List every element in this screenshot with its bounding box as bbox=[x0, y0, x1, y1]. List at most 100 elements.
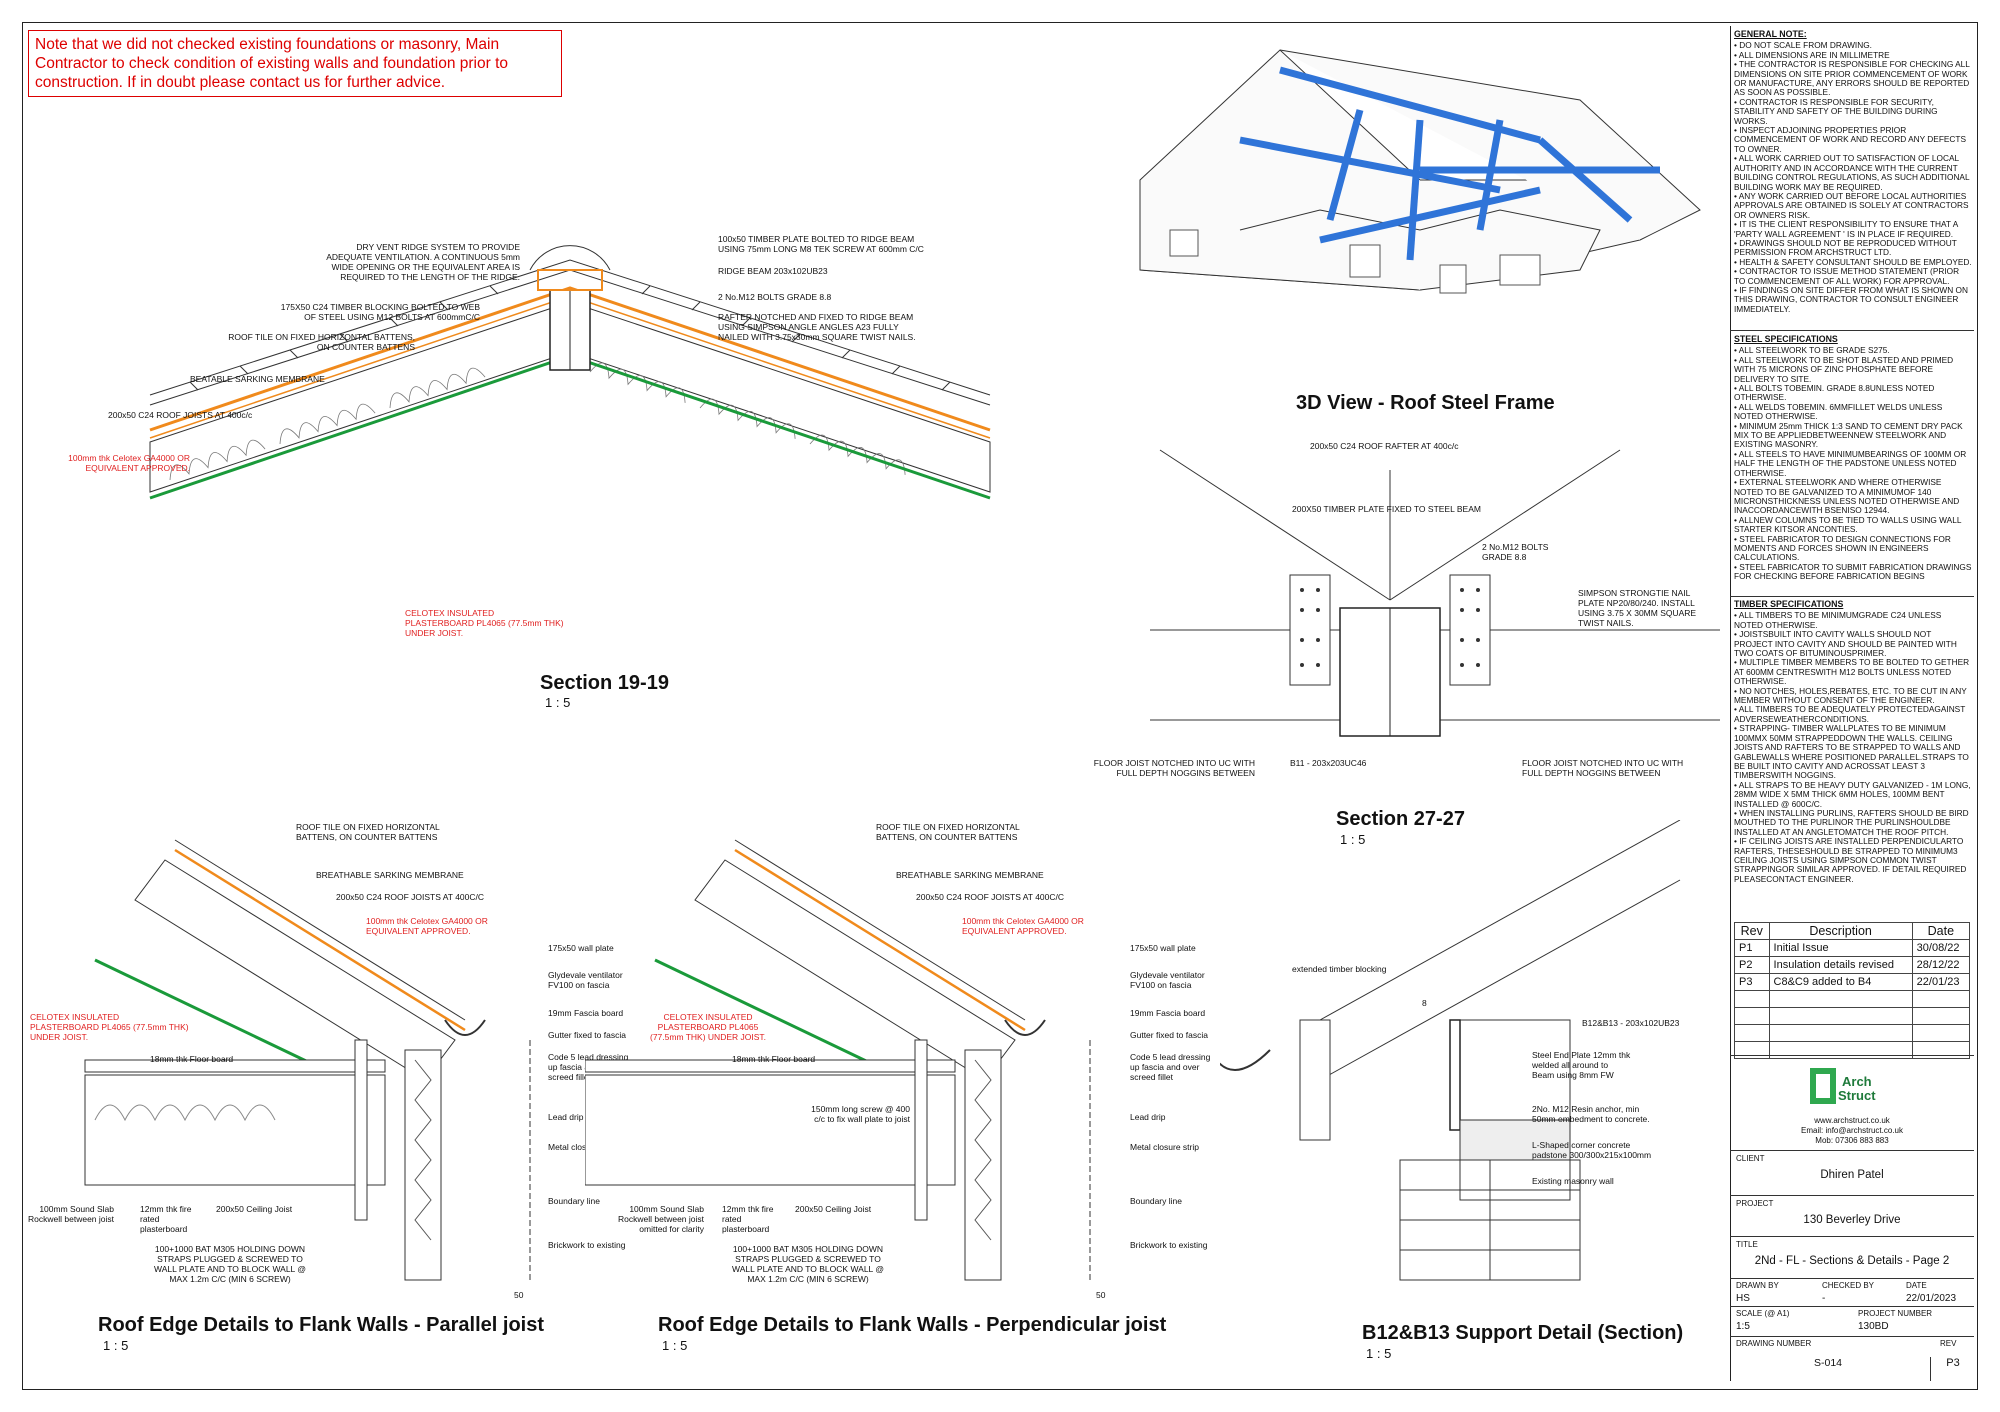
section-19-scale: 1 : 5 bbox=[545, 695, 571, 710]
general-notes-item: • INSPECT ADJOINING PROPERTIES PRIOR COM… bbox=[1734, 125, 1967, 154]
projnum-value: 130BD bbox=[1858, 1321, 1889, 1332]
label-27-simpson: SIMPSON STRONGTIE NAIL PLATE NP20/80/240… bbox=[1578, 588, 1697, 628]
steel-specs-item: • STEEL FABRICATOR TO SUBMIT FABRICATION… bbox=[1734, 561, 1972, 582]
checked-value: - bbox=[1822, 1293, 1826, 1304]
revision-header: Rev bbox=[1734, 922, 1770, 940]
timber-specs-item: • STRAPPING- TIMBER WALLPLATES TO BE MIN… bbox=[1734, 723, 1969, 781]
label-sarking: BEATABLE SARKING MEMBRANE bbox=[190, 374, 325, 384]
rev-label: REV bbox=[1940, 1339, 1957, 1348]
edge-q-brickwork: Brickwork to existing bbox=[1130, 1240, 1208, 1250]
edge-p-brickwork: Brickwork to existing bbox=[548, 1240, 626, 1250]
archstruct-logo bbox=[1810, 1068, 1836, 1104]
general-notes-heading: GENERAL NOTE: bbox=[1734, 29, 1807, 39]
steel-specs-item: • ALL STEELS TO HAVE MINIMUMBEARINGS OF … bbox=[1734, 448, 1967, 478]
revision-cell: C8&C9 added to B4 bbox=[1768, 973, 1913, 991]
edge-q-ceiling: 200x50 Ceiling Joist bbox=[795, 1204, 872, 1214]
revision-row bbox=[1734, 1007, 1971, 1025]
revision-cell bbox=[1911, 1007, 1971, 1025]
revision-cell: 28/12/22 bbox=[1911, 956, 1971, 974]
edge-p-gutter: Gutter fixed to fascia bbox=[548, 1030, 626, 1040]
timber-specs-item: • NO NOTCHES, HOLES,REBATES, ETC. TO BE … bbox=[1734, 685, 1967, 706]
roof-edge-perp-scale: 1 : 5 bbox=[662, 1338, 688, 1353]
revision-cell bbox=[1911, 1041, 1971, 1059]
revision-cell bbox=[1768, 990, 1913, 1008]
timber-specs-item: • MULTIPLE TIMBER MEMBERS TO BE BOLTED T… bbox=[1734, 657, 1970, 687]
edge-q-closure: Metal closure strip bbox=[1130, 1142, 1199, 1152]
edge-q-screw: 150mm long screw @ 400 c/c to fix wall p… bbox=[811, 1104, 910, 1124]
logo-text-struct: Struct bbox=[1838, 1088, 1876, 1103]
timber-specs-item: • ALL TIMBERS TO BE ADEQUATELY PROTECTED… bbox=[1734, 704, 1966, 724]
section-27-scale: 1 : 5 bbox=[1340, 832, 1366, 847]
date-label: DATE bbox=[1906, 1281, 1927, 1290]
b12-support-drawing bbox=[1220, 820, 1681, 1281]
general-notes-list: • DO NOT SCALE FROM DRAWING.• ALL DIMENS… bbox=[1734, 40, 1972, 314]
timber-specs-item: • IF CEILING JOISTS ARE INSTALLED PERPEN… bbox=[1734, 836, 1967, 884]
revision-cell: 22/01/23 bbox=[1911, 973, 1971, 991]
revision-cell bbox=[1911, 1024, 1971, 1042]
section-27-drawing bbox=[1150, 449, 1720, 737]
steel-specs-item: • EXTERNAL STEELWORK AND WHERE OTHERWISE… bbox=[1734, 477, 1960, 516]
revision-header: Description bbox=[1768, 922, 1913, 940]
edge-q-plasterboard: CELOTEX INSULATED PLASTERBOARD PL4065 (7… bbox=[649, 1012, 767, 1042]
timber-specs-item: • ALL TIMBERS TO BE MINIMUMGRADE C24 UNL… bbox=[1734, 610, 1942, 630]
label-27-floor-right: FLOOR JOIST NOTCHED INTO UC WITH FULL DE… bbox=[1522, 758, 1684, 778]
project-block: PROJECT 130 Beverley Drive bbox=[1730, 1195, 1974, 1240]
edge-p-joists: 200x50 C24 ROOF JOISTS AT 400C/C bbox=[336, 892, 485, 902]
timber-specs-item: • JOISTSBUILT INTO CAVITY WALLS SHOULD N… bbox=[1734, 629, 1957, 659]
revision-cell bbox=[1734, 990, 1770, 1008]
warning-note: Note that we did not checked existing fo… bbox=[28, 30, 562, 97]
drawn-row: DRAWN BY HS CHECKED BY - DATE 22/01/2023 bbox=[1730, 1278, 1974, 1306]
revision-cell bbox=[1734, 1007, 1770, 1025]
steel-specs-item: • ALL BOLTS TOBEMIN. GRADE 8.8UNLESS NOT… bbox=[1734, 383, 1935, 403]
edge-q-joists: 200x50 C24 ROOF JOISTS AT 400C/C bbox=[916, 892, 1065, 902]
scale-value: 1:5 bbox=[1736, 1321, 1750, 1332]
roof-edge-perp-title: Roof Edge Details to Flank Walls - Perpe… bbox=[658, 1314, 1167, 1336]
general-notes-item: • HEALTH & SAFETY CONSULTANT SHOULD BE E… bbox=[1734, 256, 1972, 267]
roof-edge-perp-drawing bbox=[585, 839, 1091, 1281]
edge-q-roof-tile: ROOF TILE ON FIXED HORIZONTAL BATTENS, O… bbox=[876, 822, 1020, 842]
edge-q-ventilator: Glydevale ventilator FV100 on fascia bbox=[1130, 970, 1205, 990]
revision-row bbox=[1734, 1041, 1971, 1059]
general-notes-item: • ALL WORK CARRIED OUT TO SATISFACTION O… bbox=[1734, 153, 1970, 192]
steel-specs: STEEL SPECIFICATIONS • ALL STEELWORK TO … bbox=[1734, 334, 1972, 582]
scale-label: SCALE (@ A1) bbox=[1736, 1309, 1790, 1318]
timber-specs: TIMBER SPECIFICATIONS • ALL TIMBERS TO B… bbox=[1734, 599, 1972, 884]
label-plasterboard: CELOTEX INSULATED PLASTERBOARD PL4065 (7… bbox=[405, 608, 564, 638]
title-label: TITLE bbox=[1736, 1240, 1758, 1249]
general-notes-item: • IT IS THE CLIENT RESPONSIBILITY TO ENS… bbox=[1734, 219, 1958, 239]
title-block: TITLE 2Nd - FL - Sections & Details - Pa… bbox=[1730, 1236, 1974, 1280]
b12-blocking: extended timber blocking bbox=[1292, 964, 1387, 974]
edge-p-roof-tile: ROOF TILE ON FIXED HORIZONTAL BATTENS, O… bbox=[296, 822, 440, 842]
edge-p-lead-drip: Lead drip bbox=[548, 1112, 584, 1122]
revision-cell: P1 bbox=[1734, 939, 1770, 957]
edge-q-dim: 50 bbox=[1096, 1290, 1106, 1300]
company-website[interactable]: www.archstruct.co.uk bbox=[1814, 1116, 1890, 1125]
b12-scale: 1 : 5 bbox=[1366, 1346, 1392, 1361]
b12-beam: B12&B13 - 203x102UB23 bbox=[1582, 1018, 1680, 1028]
timber-specs-heading: TIMBER SPECIFICATIONS bbox=[1734, 599, 1844, 609]
edge-q-fascia: 19mm Fascia board bbox=[1130, 1008, 1206, 1018]
edge-p-ceiling: 200x50 Ceiling Joist bbox=[216, 1204, 293, 1214]
revision-row bbox=[1734, 1024, 1971, 1042]
company-email[interactable]: Email: info@archstruct.co.uk bbox=[1801, 1126, 1903, 1135]
divider bbox=[1730, 596, 1974, 597]
logo-text-arch: Arch bbox=[1842, 1074, 1872, 1089]
title-value: 2Nd - FL - Sections & Details - Page 2 bbox=[1754, 1255, 1950, 1267]
b12-padstone: L-Shaped corner concrete padstone 300/30… bbox=[1532, 1140, 1652, 1160]
right-panel bbox=[1730, 26, 1974, 1381]
steel-specs-item: • STEEL FABRICATOR TO DESIGN CONNECTIONS… bbox=[1734, 533, 1951, 563]
steel-specs-item: • ALL WELDS TOBEMIN. 6MMFILLET WELDS UNL… bbox=[1734, 401, 1943, 422]
general-notes-item: • IF FINDINGS ON SITE DIFFER FROM WHAT I… bbox=[1734, 284, 1968, 314]
b12-anchor: 2No. M12 Resin anchor, min 50mm embedmen… bbox=[1532, 1104, 1650, 1124]
scale-row: SCALE (@ A1) 1:5 PROJECT NUMBER 130BD bbox=[1730, 1306, 1974, 1336]
edge-q-gutter: Gutter fixed to fascia bbox=[1130, 1030, 1208, 1040]
label-bolts: 2 No.M12 BOLTS GRADE 8.8 bbox=[718, 292, 832, 302]
edge-p-sound-slab: 100mm Sound Slab Rockwell between joist bbox=[28, 1204, 114, 1224]
edge-p-lead: Code 5 lead dressing up fascia and over … bbox=[548, 1052, 629, 1082]
label-27-plate: 200X50 TIMBER PLATE FIXED TO STEEL BEAM bbox=[1292, 504, 1481, 514]
revision-header: Date bbox=[1911, 922, 1971, 940]
dwg-value: S-014 bbox=[1813, 1357, 1843, 1369]
